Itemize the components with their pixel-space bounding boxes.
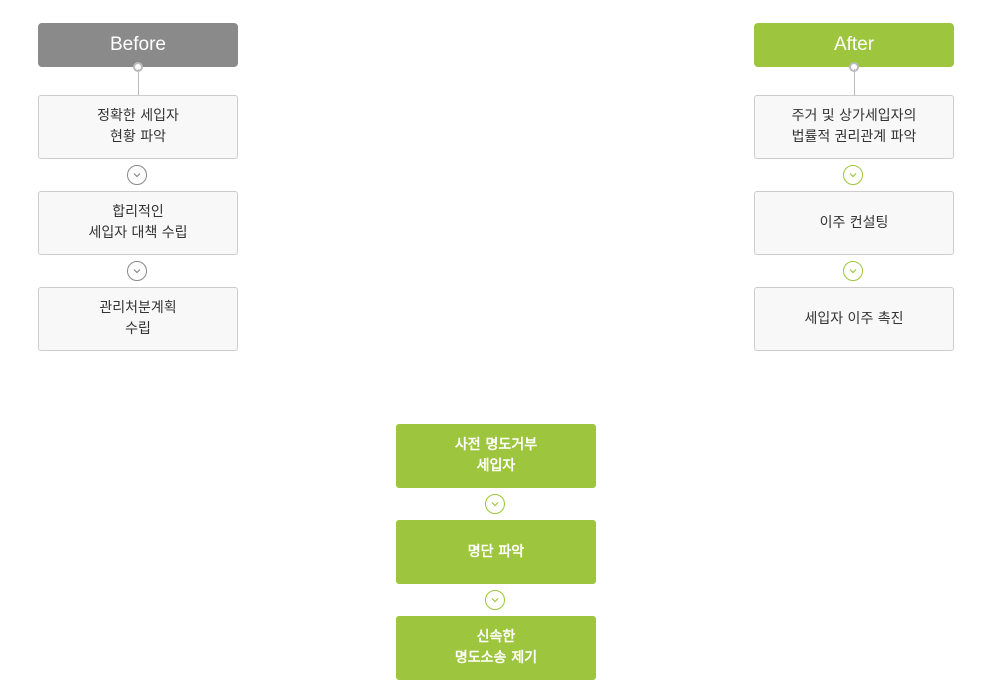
before-title: Before — [110, 34, 166, 55]
before-step-2: 합리적인 세입자 대책 수립 — [38, 191, 238, 255]
before-step-1: 정확한 세입자 현황 파악 — [38, 95, 238, 159]
after-step-1: 주거 및 상가세입자의 법률적 권리관계 파악 — [754, 95, 954, 159]
after-title: After — [833, 34, 875, 55]
chevron-down-icon — [843, 165, 863, 185]
before-header: Before — [38, 23, 238, 72]
chevron-down-icon — [485, 494, 505, 514]
chevron-down-icon — [485, 590, 505, 610]
eviction-step-2: 명단 파악 — [396, 520, 596, 584]
after-step-3: 세입자 이주 촉진 — [754, 287, 954, 351]
after-step-2: 이주 컨설팅 — [754, 191, 954, 255]
chevron-down-icon — [127, 261, 147, 281]
before-step-3: 관리처분계획 수립 — [38, 287, 238, 351]
eviction-step-3: 신속한 명도소송 제기 — [396, 616, 596, 680]
connector-line — [854, 69, 855, 95]
eviction-step-1: 사전 명도거부 세입자 — [396, 424, 596, 488]
chevron-down-icon — [843, 261, 863, 281]
after-header: After — [754, 23, 954, 72]
chevron-down-icon — [127, 165, 147, 185]
connector-line — [138, 69, 139, 95]
